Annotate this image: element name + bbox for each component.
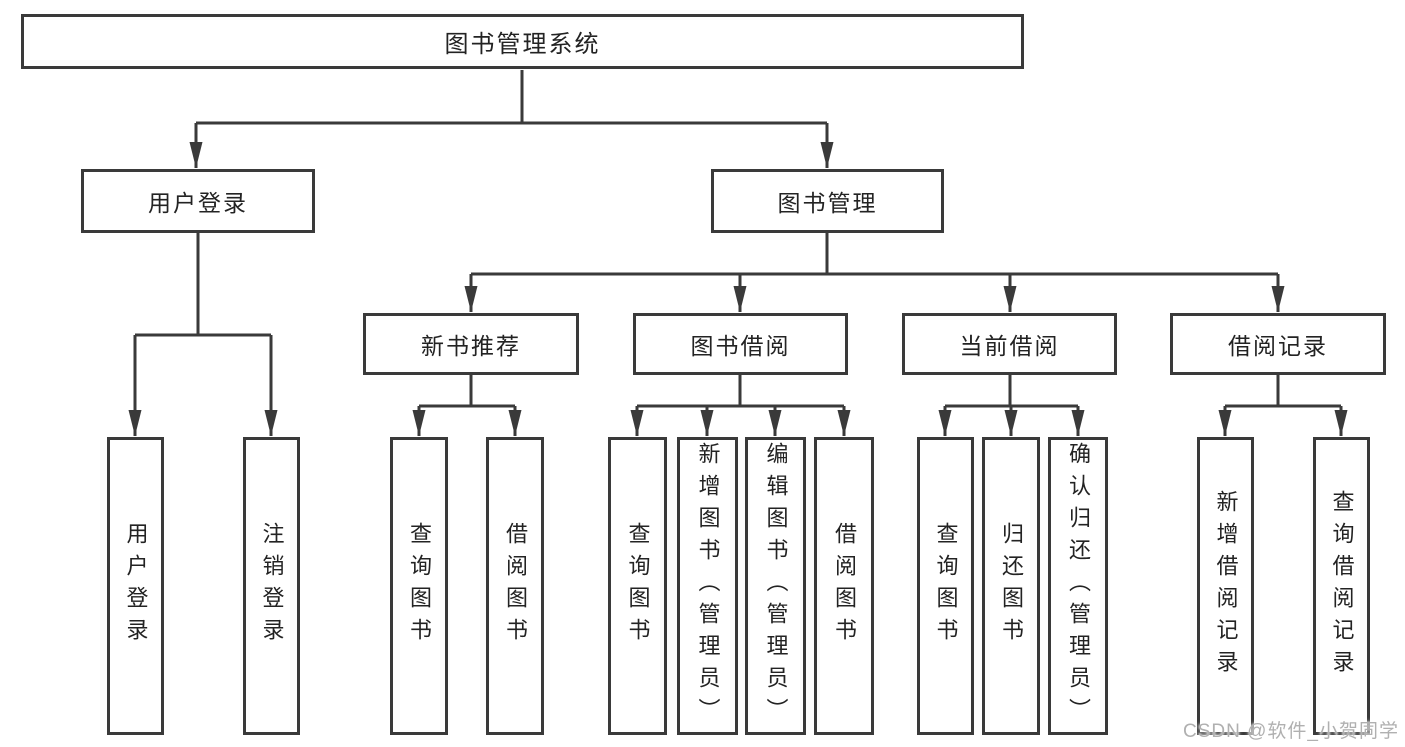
leaf-records-add-record: 新增借阅记录 (1197, 437, 1254, 735)
node-book-borrowing: 图书借阅 (633, 313, 848, 375)
node-label: 图书借阅 (690, 333, 791, 359)
leaf-records-query-record: 查询借阅记录 (1313, 437, 1370, 735)
node-book-management: 图书管理 (711, 169, 944, 233)
node-label: 图书管理系统 (444, 31, 601, 58)
leaf-label: 归还图书 (999, 522, 1024, 650)
leaf-recommend-query-books: 查询图书 (390, 437, 448, 735)
leaf-borrow-query-books: 查询图书 (608, 437, 667, 735)
leaf-label: 新增图书（管理员） (695, 442, 721, 730)
node-current-borrowing: 当前借阅 (902, 313, 1117, 375)
leaf-label: 查询图书 (407, 522, 432, 650)
node-label: 图书管理 (777, 190, 878, 216)
node-label: 借阅记录 (1228, 333, 1328, 359)
leaf-label: 注销登录 (259, 522, 285, 650)
leaf-user-login: 用户登录 (107, 437, 164, 735)
node-user-login: 用户登录 (81, 169, 315, 233)
leaf-label: 查询借阅记录 (1329, 490, 1355, 682)
leaf-label: 查询图书 (933, 522, 959, 650)
leaf-label: 用户登录 (123, 522, 149, 650)
leaf-label: 借阅图书 (503, 522, 528, 650)
leaf-label: 查询图书 (625, 522, 651, 650)
leaf-logout: 注销登录 (243, 437, 300, 735)
leaf-label: 编辑图书（管理员） (763, 442, 789, 730)
leaf-borrow-edit-books-admin: 编辑图书（管理员） (745, 437, 806, 735)
node-borrowing-records: 借阅记录 (1170, 313, 1386, 375)
leaf-borrow-borrow-books: 借阅图书 (814, 437, 874, 735)
csdn-watermark: CSDN @软件_小贺同学 (1183, 721, 1399, 742)
leaf-label: 确认归还（管理员） (1066, 442, 1091, 730)
leaf-current-query-books: 查询图书 (917, 437, 974, 735)
node-new-book-recommend: 新书推荐 (363, 313, 579, 375)
leaf-recommend-borrow-books: 借阅图书 (486, 437, 544, 735)
leaf-current-return-books: 归还图书 (982, 437, 1040, 735)
leaf-label: 新增借阅记录 (1213, 490, 1239, 682)
node-root-library-system: 图书管理系统 (21, 14, 1024, 69)
leaf-current-confirm-return-admin: 确认归还（管理员） (1048, 437, 1108, 735)
node-label: 当前借阅 (959, 333, 1060, 359)
leaf-borrow-add-books-admin: 新增图书（管理员） (677, 437, 738, 735)
node-label: 用户登录 (148, 190, 248, 216)
leaf-label: 借阅图书 (832, 522, 857, 650)
node-label: 新书推荐 (421, 333, 521, 359)
